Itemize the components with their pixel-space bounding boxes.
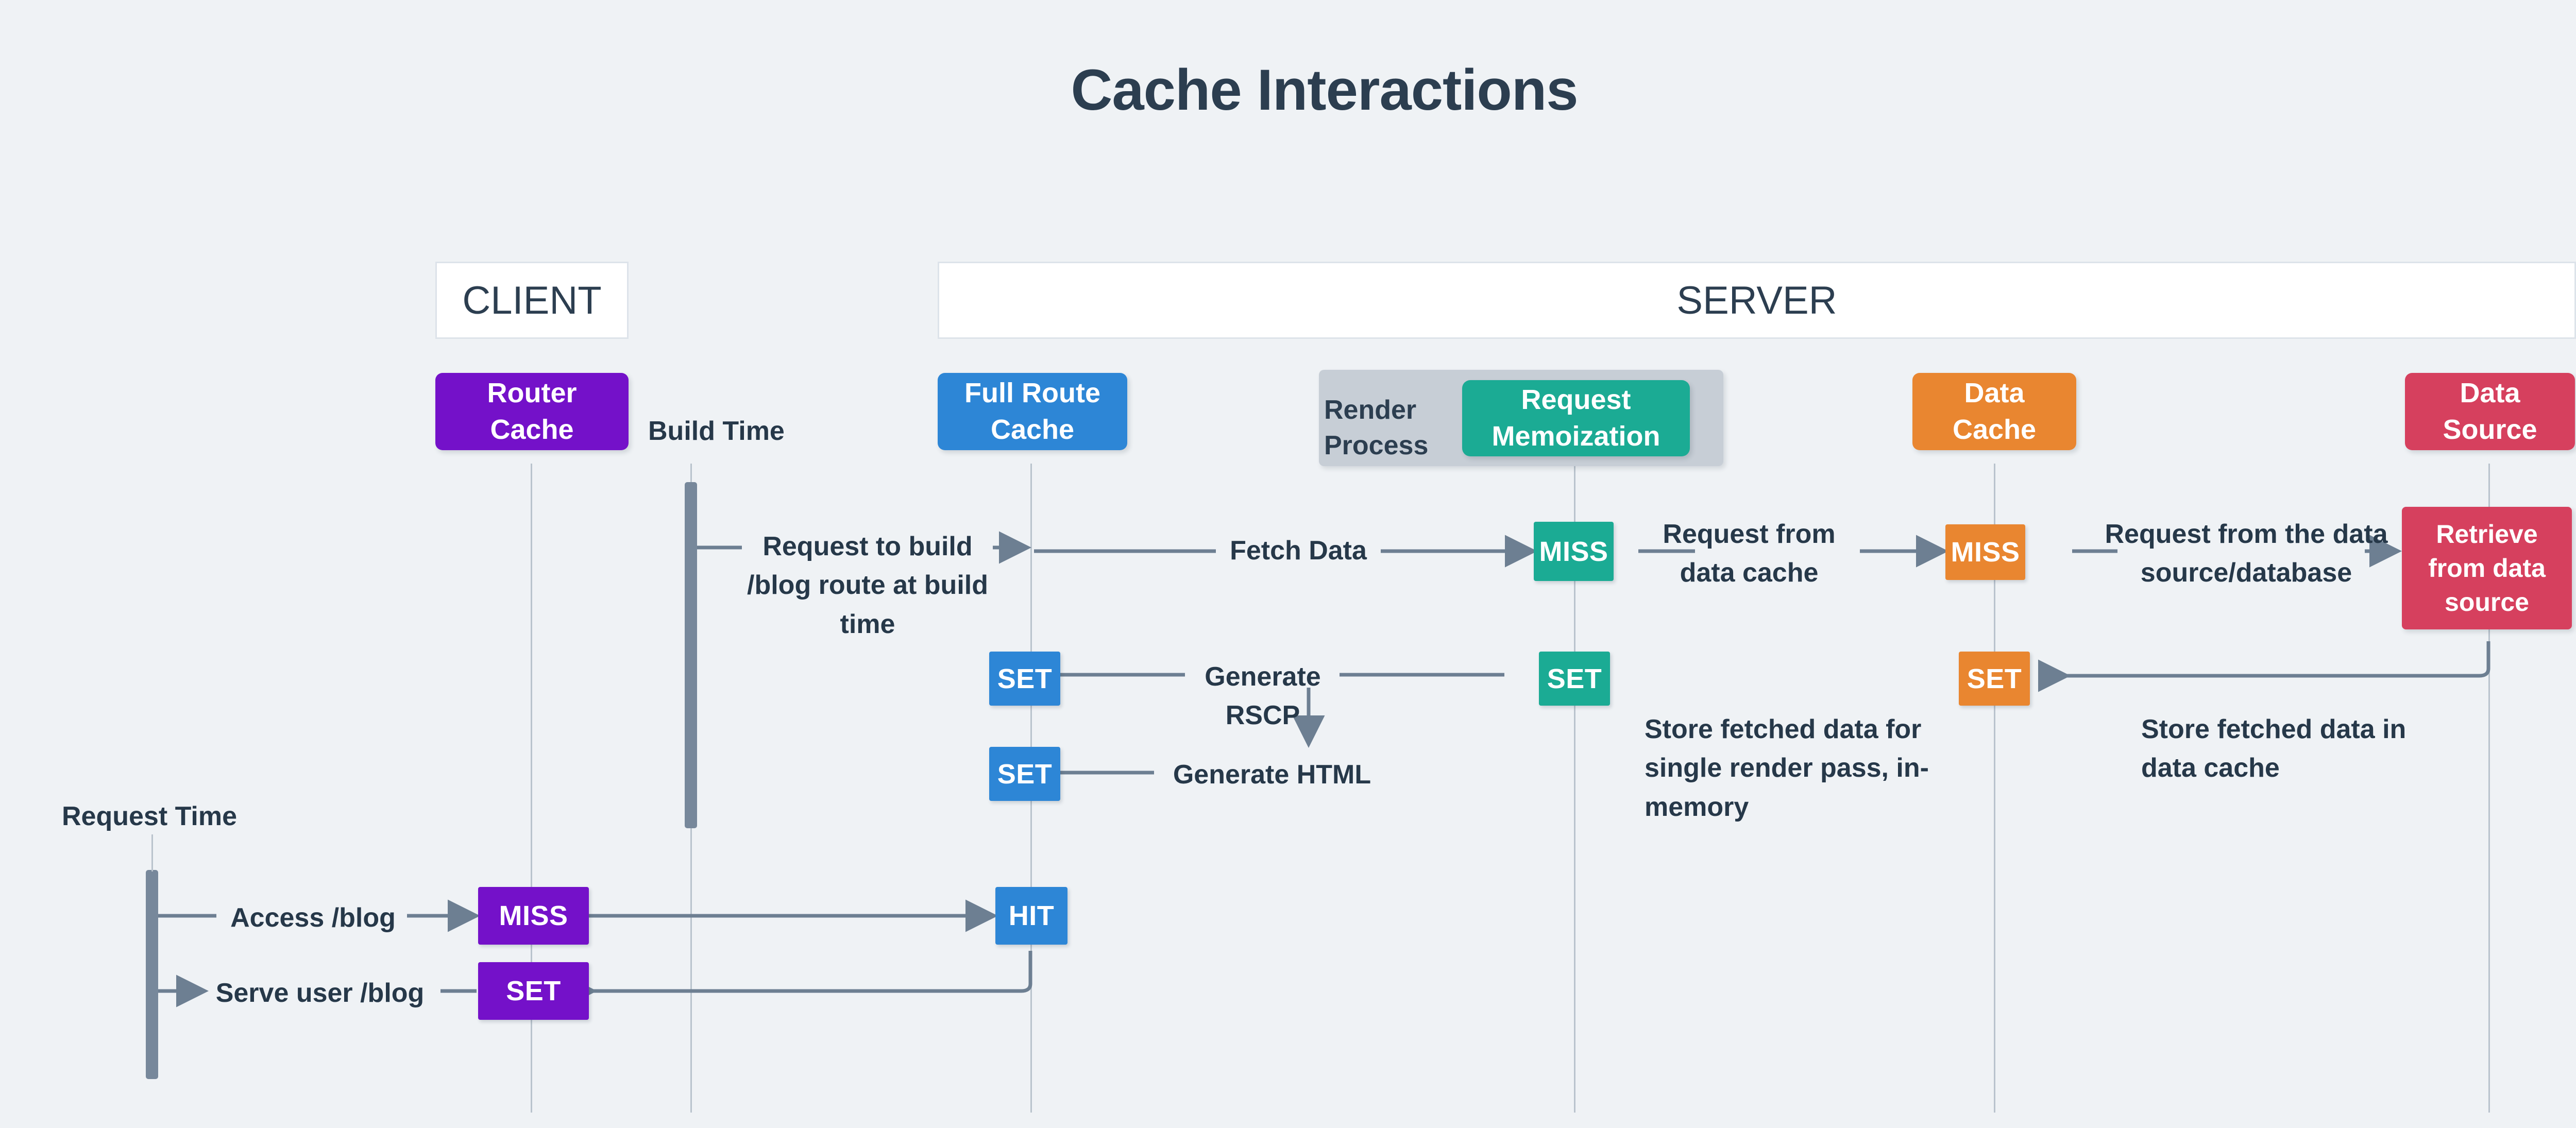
actor-data-source-line2: Source: [2443, 414, 2537, 445]
label-generate-rscp: Generate RSCP: [1185, 658, 1341, 736]
actor-full-route-cache-line2: Cache: [990, 414, 1075, 445]
label-store-in-data-cache: Store fetched data in data cache: [2141, 710, 2461, 788]
msgbox-frc-hit-label: HIT: [1008, 900, 1055, 931]
actor-data-cache-line1: Data: [1964, 377, 2025, 408]
label-request-from-data-cache-line2: data cache: [1680, 558, 1819, 588]
msgbox-data-cache-set[interactable]: SET: [1959, 652, 2030, 706]
callout-retrieve-line3: source: [2445, 588, 2529, 617]
actor-router-cache-line1: Router: [487, 377, 577, 408]
actor-request-memoization[interactable]: Request Memoization: [1462, 380, 1690, 456]
label-generate-rscp-line1: Generate RSCP: [1205, 662, 1321, 731]
label-fetch-data-line1: Fetch Data: [1230, 536, 1367, 566]
lifeline-request-time: [151, 834, 153, 871]
label-request-build-route-line1: Request to build: [762, 532, 973, 561]
label-store-single-render: Store fetched data for single render pas…: [1645, 710, 1974, 827]
msgbox-data-cache-miss-build-label: MISS: [1951, 537, 2020, 568]
activation-build-time: [685, 482, 697, 828]
page-title: Cache Interactions: [1071, 58, 1578, 122]
msgbox-router-cache-miss[interactable]: MISS: [478, 887, 589, 945]
label-request-build-route: Request to build /blog route at build ti…: [742, 527, 993, 644]
actor-router-cache[interactable]: Router Cache: [435, 373, 629, 450]
header-client: CLIENT: [435, 262, 629, 339]
label-store-in-data-cache-line1: Store fetched data: [2141, 714, 2375, 744]
label-request-from-data-cache: Request from data cache: [1642, 515, 1856, 593]
label-request-build-route-line3: at build time: [840, 570, 988, 639]
callout-retrieve-line1: Retrieve: [2436, 520, 2538, 549]
msgbox-router-cache-miss-label: MISS: [499, 900, 568, 931]
actor-full-route-cache[interactable]: Full Route Cache: [938, 373, 1127, 450]
actor-data-source-line1: Data: [2460, 377, 2520, 408]
label-serve-user-blog-line1: Serve user /blog: [215, 978, 425, 1008]
label-request-build-route-line2: /blog route: [747, 570, 886, 601]
phase-build-time-text: Build Time: [648, 416, 785, 446]
label-store-single-render-line3: pass, in-memory: [1645, 753, 1929, 822]
msgbox-frc-set-html[interactable]: SET: [989, 747, 1060, 801]
label-store-single-render-line2: single render: [1645, 753, 1813, 783]
callout-retrieve-line2: from data: [2428, 554, 2546, 583]
label-store-single-render-line1: Store fetched data for: [1645, 714, 1922, 744]
label-access-blog-line1: Access /blog: [230, 903, 396, 933]
msgbox-memo-set[interactable]: SET: [1539, 652, 1610, 706]
header-client-label: CLIENT: [462, 278, 602, 322]
label-access-blog: Access /blog: [216, 899, 410, 937]
activation-request-time: [146, 870, 158, 1079]
msgbox-memo-set-label: SET: [1547, 663, 1602, 694]
msgbox-frc-hit[interactable]: HIT: [995, 887, 1067, 945]
msgbox-frc-set-rscp[interactable]: SET: [989, 652, 1060, 706]
actor-full-route-cache-line1: Full Route: [964, 377, 1100, 408]
msgbox-memo-miss-build-label: MISS: [1539, 536, 1608, 567]
label-store-in-data-cache-line2: in data cache: [2141, 714, 2406, 783]
header-server: SERVER: [938, 262, 2576, 339]
lifeline-data-source: [2488, 464, 2490, 1113]
msgbox-memo-miss-build[interactable]: MISS: [1534, 522, 1614, 581]
group-render-process-label-line2: Process: [1324, 430, 1429, 460]
msgbox-data-cache-miss-build[interactable]: MISS: [1945, 524, 2025, 580]
label-serve-user-blog: Serve user /blog: [196, 974, 444, 1013]
label-request-from-data-source-line1: Request from the: [2105, 519, 2326, 549]
label-fetch-data: Fetch Data: [1216, 532, 1381, 570]
msgbox-frc-set-rscp-label: SET: [997, 663, 1053, 694]
lifeline-data-cache: [1994, 464, 1995, 1113]
actor-data-cache[interactable]: Data Cache: [1912, 373, 2076, 450]
label-request-from-data-source-line2: data source/database: [2140, 519, 2388, 588]
phase-request-time-text: Request Time: [62, 801, 238, 831]
actor-router-cache-line2: Cache: [490, 414, 574, 445]
callout-retrieve-from-data-source[interactable]: Retrieve from data source: [2402, 507, 2572, 629]
msgbox-data-cache-set-label: SET: [1967, 663, 2022, 694]
label-request-from-data-cache-line1: Request from: [1663, 519, 1836, 549]
lifeline-router-cache: [531, 464, 532, 1113]
actor-request-memoization-line2: Memoization: [1492, 421, 1660, 452]
msgbox-frc-set-html-label: SET: [997, 758, 1053, 790]
label-request-from-data-source: Request from the data source/database: [2097, 515, 2396, 593]
label-generate-html-line1: Generate HTML: [1173, 760, 1371, 790]
msgbox-router-cache-set[interactable]: SET: [478, 962, 589, 1020]
phase-build-time-label: Build Time: [648, 412, 865, 451]
msgbox-router-cache-set-label: SET: [506, 976, 561, 1006]
lifeline-request-memoization: [1574, 464, 1575, 1113]
group-render-process-label-line1: Render: [1324, 395, 1417, 425]
actor-request-memoization-line1: Request: [1521, 384, 1631, 415]
actor-data-source[interactable]: Data Source: [2405, 373, 2575, 450]
group-render-process-label: Render Process: [1324, 392, 1453, 463]
phase-request-time-label: Request Time: [62, 797, 330, 836]
label-generate-html: Generate HTML: [1157, 756, 1387, 794]
actor-data-cache-line2: Cache: [1952, 414, 2037, 445]
header-server-label: SERVER: [1676, 278, 1837, 322]
